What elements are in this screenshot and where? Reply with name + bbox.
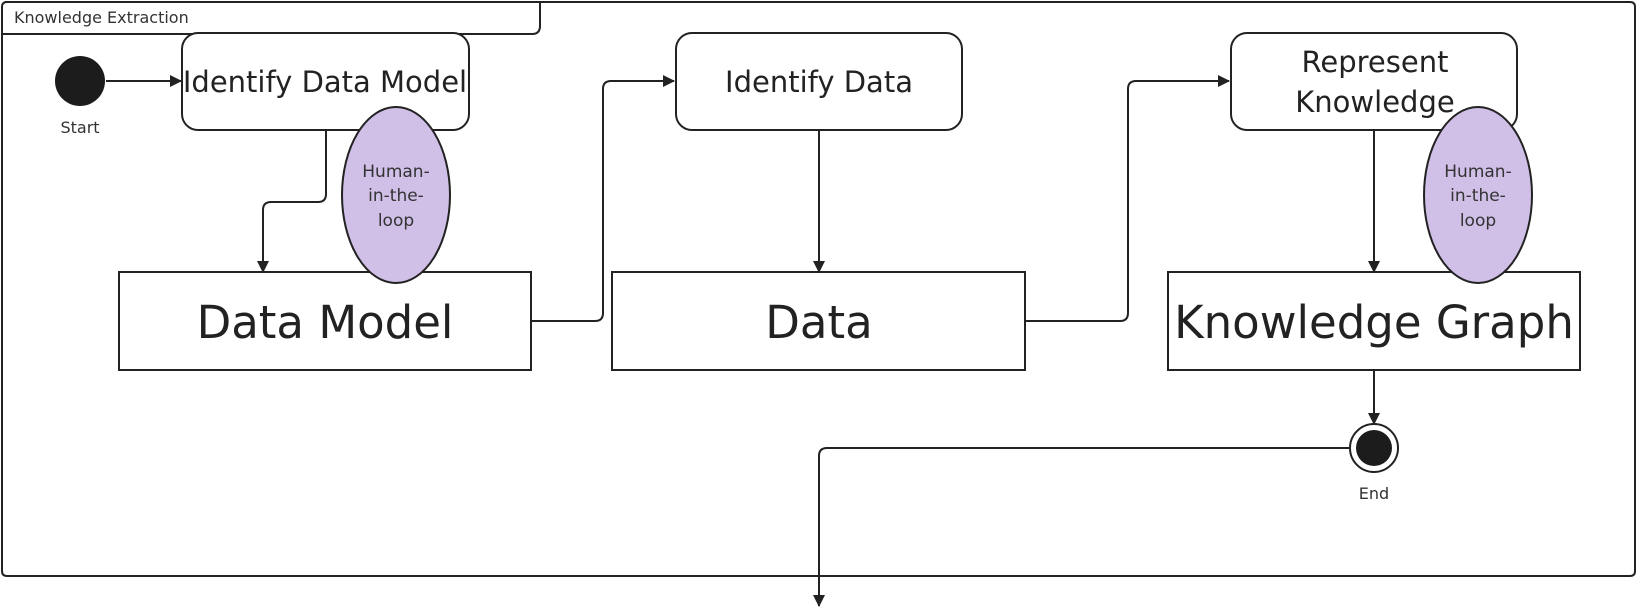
human-in-the-loop-1-line3: loop: [378, 211, 414, 231]
edge-end-to-outside: [813, 447, 1349, 607]
human-in-the-loop-ellipse-2[interactable]: [1423, 106, 1533, 284]
end-node-inner: [1356, 430, 1392, 466]
edge-identify-data-model-to-data-model: [257, 130, 327, 273]
start-node[interactable]: [55, 56, 105, 106]
edge-data-model-to-identify-data: [532, 75, 675, 322]
action-identify-data-model[interactable]: [181, 32, 470, 131]
object-data-model[interactable]: [118, 271, 532, 371]
human-in-the-loop-1-line1: Human-: [362, 162, 429, 182]
human-in-the-loop-2-line1: Human-: [1444, 162, 1511, 182]
human-in-the-loop-2-line2: in-the-: [1450, 186, 1506, 206]
end-label: End: [1359, 484, 1389, 503]
action-represent-knowledge-label-line2: Knowledge: [1295, 85, 1454, 119]
object-data-model-label: Data Model: [197, 296, 454, 349]
object-data-label: Data: [765, 296, 872, 349]
object-knowledge-graph[interactable]: [1167, 271, 1581, 371]
start-label: Start: [60, 118, 99, 137]
frame-label: Knowledge Extraction: [14, 8, 189, 27]
object-knowledge-graph-label: Knowledge Graph: [1174, 296, 1574, 349]
human-in-the-loop-ellipse-1[interactable]: [341, 106, 451, 284]
edge-data-to-represent-knowledge: [1025, 75, 1230, 322]
action-represent-knowledge-label-line1: Represent: [1302, 45, 1449, 79]
human-in-the-loop-2-line3: loop: [1460, 211, 1496, 231]
action-identify-data[interactable]: [675, 32, 963, 131]
action-identify-data-label: Identify Data: [725, 65, 913, 99]
frame-tab: [2, 2, 541, 35]
action-represent-knowledge[interactable]: [1230, 32, 1518, 131]
object-data[interactable]: [611, 271, 1026, 371]
human-in-the-loop-1-line2: in-the-: [368, 186, 424, 206]
action-identify-data-model-label: Identify Data Model: [183, 65, 467, 99]
